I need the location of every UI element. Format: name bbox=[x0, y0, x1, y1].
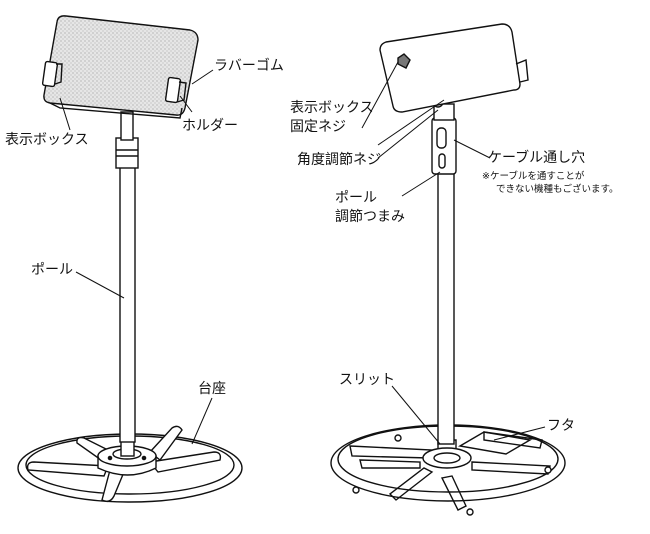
left-stand bbox=[17, 15, 243, 503]
right-display-box bbox=[379, 23, 529, 113]
pole-knob-label-line2: 調節つまみ bbox=[335, 209, 405, 225]
box-screw-label-line2: 固定ネジ bbox=[290, 119, 346, 135]
slit-label: スリット bbox=[339, 372, 395, 388]
cable-note-line1: ※ケーブルを通すことが bbox=[482, 171, 585, 182]
box-screw-label-line1: 表示ボックス bbox=[290, 100, 374, 116]
holder-label: ホルダー bbox=[182, 118, 238, 134]
lid-label: フタ bbox=[547, 418, 575, 434]
base-label: 台座 bbox=[198, 381, 226, 397]
right-stand bbox=[330, 23, 566, 516]
left-holders bbox=[41, 60, 187, 104]
cable-hole-label: ケーブル通し穴 bbox=[488, 150, 586, 166]
left-display-box bbox=[43, 15, 199, 119]
rubber-label: ラバーゴム bbox=[214, 58, 284, 74]
right-pole bbox=[431, 77, 460, 445]
pole-knob-label-line1: ポール bbox=[335, 190, 377, 206]
display-box-label: 表示ボックス bbox=[5, 132, 89, 148]
right-base bbox=[330, 424, 566, 516]
right-leader-lines bbox=[361, 61, 546, 445]
pole-label: ポール bbox=[31, 262, 73, 278]
angle-screw-label: 角度調節ネジ bbox=[297, 152, 381, 168]
left-leader-lines bbox=[59, 69, 214, 445]
left-pole bbox=[115, 111, 139, 457]
cable-note-line2: できない機種もございます。 bbox=[496, 184, 619, 195]
